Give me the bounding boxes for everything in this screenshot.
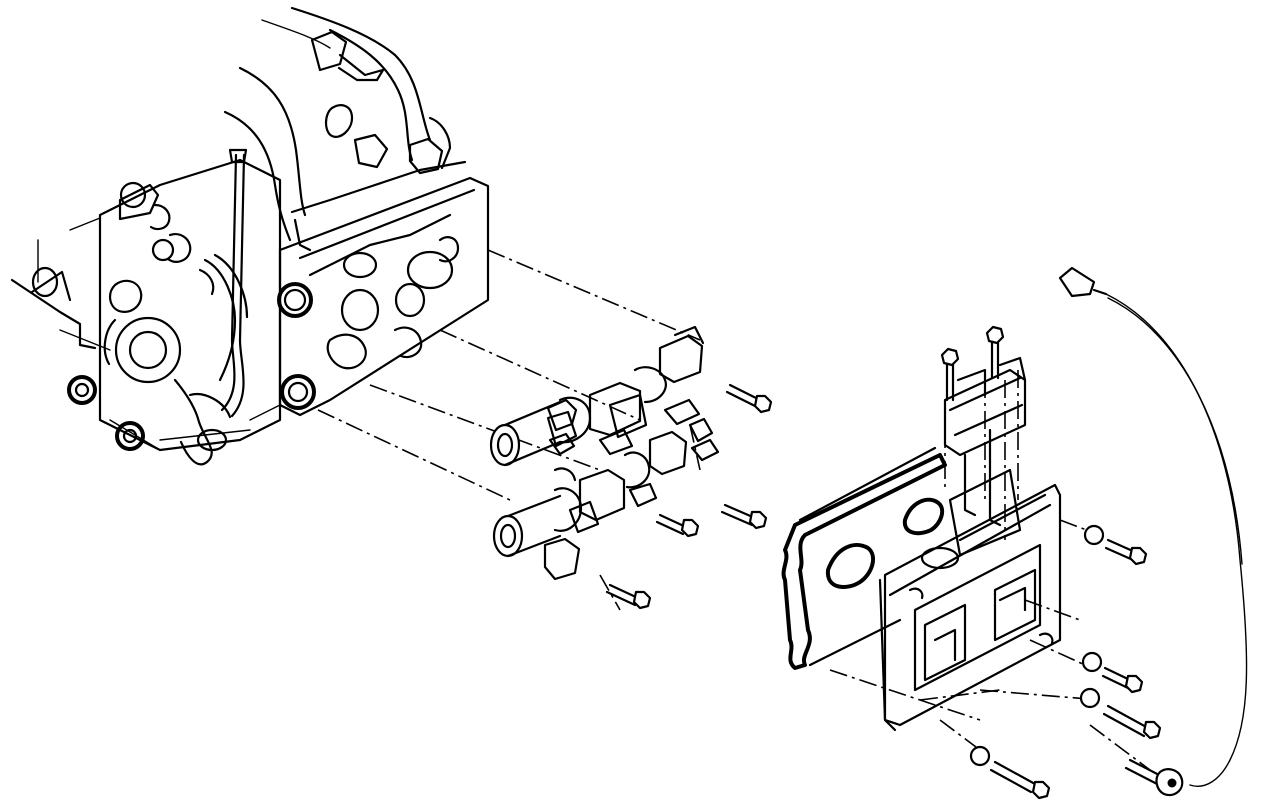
- assembly-guide-lines: [317, 249, 1151, 771]
- engine-cylinder-head-assembly: [10, 6, 490, 466]
- camshaft-bearing-caps: [546, 398, 720, 508]
- valve-cover-gasket: [781, 446, 947, 670]
- valve-cover: [878, 483, 1062, 732]
- camshaft-upper: [489, 325, 705, 467]
- valve-cover-bolts: [969, 524, 1162, 800]
- ignition-coil-bracket: [940, 325, 1027, 557]
- sensor-cable: [1058, 266, 1248, 797]
- camshaft-lower: [492, 417, 714, 581]
- cap-bolts: [605, 383, 773, 610]
